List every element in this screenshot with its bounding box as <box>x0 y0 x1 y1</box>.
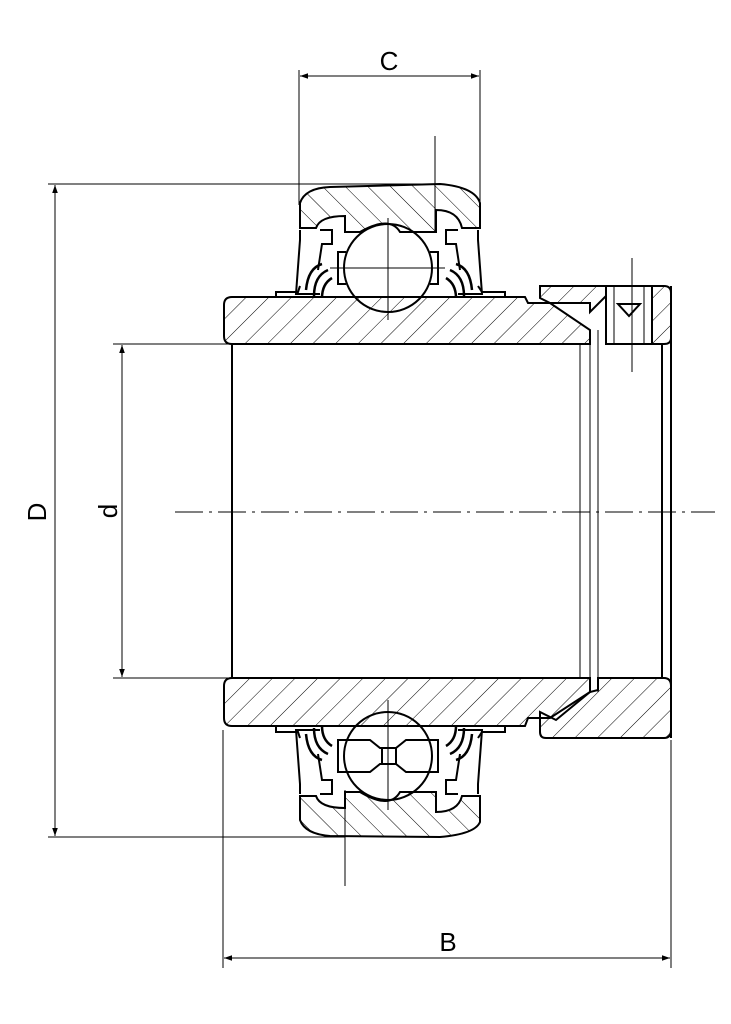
dimension-d-label: D <box>22 503 52 522</box>
seal-bottom-right <box>445 725 484 795</box>
seal-top-left <box>294 229 333 299</box>
seal-top-right <box>445 229 484 299</box>
dimension-d: D <box>22 183 440 838</box>
inner-bore-lines <box>231 286 672 738</box>
ball-top <box>330 218 445 320</box>
dimension-c-label: C <box>380 46 399 76</box>
dimension-b-label: B <box>439 927 456 957</box>
set-screw-collar-top <box>539 258 672 372</box>
dimension-c: C <box>298 46 481 205</box>
seal-bottom-left <box>294 725 333 795</box>
set-screw-collar-bottom <box>539 677 672 739</box>
inner-ring-bottom-section <box>223 677 591 739</box>
outer-ring-bottom-section <box>299 791 481 839</box>
dimension-bore-d-label: d <box>93 504 123 518</box>
inner-ring-top-section <box>223 285 591 345</box>
dimension-b: B <box>222 730 672 968</box>
dimension-bore-d: d <box>93 343 590 679</box>
